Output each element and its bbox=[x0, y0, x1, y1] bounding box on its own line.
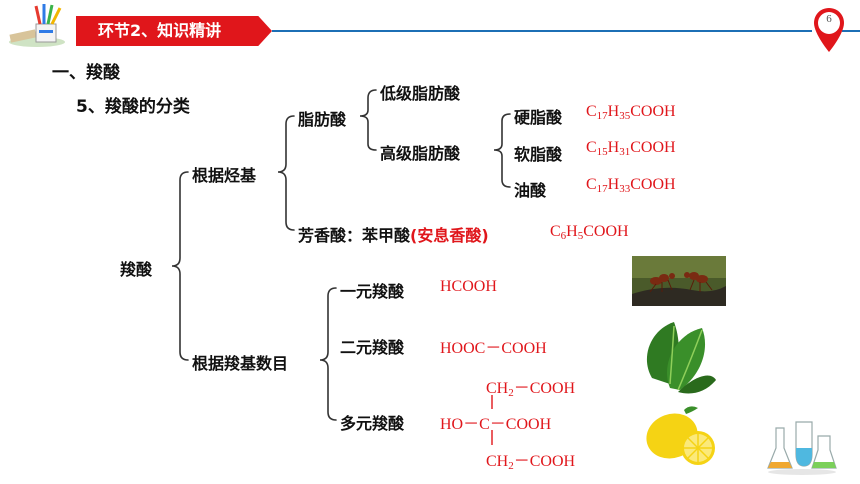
formula-citric-bottom: CH2－COOH bbox=[486, 453, 576, 472]
branch-fatty-acid: 脂肪酸 bbox=[298, 110, 347, 129]
lab-flasks-icon bbox=[767, 421, 837, 475]
header-divider bbox=[272, 30, 812, 32]
formula-citric-top: CH2－COOH bbox=[486, 380, 576, 399]
leaf-dicarboxylic-acid: 二元羧酸 bbox=[340, 338, 405, 357]
leaf-stearic-acid: 硬脂酸 bbox=[514, 108, 563, 127]
formula-citric-middle: HO－C－COOH bbox=[440, 416, 552, 433]
aromatic-acid-label: 芳香酸：苯甲酸 bbox=[298, 226, 411, 245]
branch-aromatic-acid: 芳香酸：苯甲酸(安息香酸) bbox=[298, 222, 489, 246]
leaf-higher-fatty-acid: 高级脂肪酸 bbox=[380, 144, 461, 163]
ant-image bbox=[632, 256, 726, 306]
aromatic-acid-note: (安息香酸) bbox=[410, 226, 489, 245]
formula-stearic: C17H35COOH bbox=[586, 103, 676, 122]
lemon-image bbox=[646, 406, 715, 465]
formula-oxalic: HOOC－COOH bbox=[440, 340, 547, 357]
section-title: 一、羧酸 bbox=[52, 63, 120, 83]
formula-palmitic: C15H31COOH bbox=[586, 139, 676, 158]
leaf-monocarboxylic-acid: 一元羧酸 bbox=[340, 282, 405, 301]
formula-formic: HCOOH bbox=[440, 278, 497, 295]
location-pin-icon bbox=[814, 8, 844, 52]
formula-oleic: C17H33COOH bbox=[586, 176, 676, 195]
spinach-image bbox=[646, 322, 716, 394]
pencil-cup-icon bbox=[9, 4, 65, 47]
section-subtitle: 5、羧酸的分类 bbox=[76, 97, 190, 117]
tree-root: 羧酸 bbox=[120, 260, 153, 279]
leaf-polycarboxylic-acid: 多元羧酸 bbox=[340, 414, 405, 433]
branch-by-hydrocarbon: 根据烃基 bbox=[192, 166, 257, 185]
header-title: 环节2、知识精讲 bbox=[98, 21, 222, 40]
branch-by-carboxyl-count: 根据羧基数目 bbox=[192, 354, 289, 373]
header-banner: 环节2、知识精讲 6 bbox=[0, 0, 860, 64]
page-number: 6 bbox=[826, 13, 832, 25]
leaf-oleic-acid: 油酸 bbox=[514, 181, 547, 200]
leaf-palmitic-acid: 软脂酸 bbox=[514, 145, 563, 164]
formula-benzoic: C6H5COOH bbox=[550, 223, 629, 242]
header-divider-end bbox=[842, 30, 860, 32]
header-title-bar bbox=[76, 16, 272, 46]
leaf-lower-fatty-acid: 低级脂肪酸 bbox=[380, 84, 461, 103]
